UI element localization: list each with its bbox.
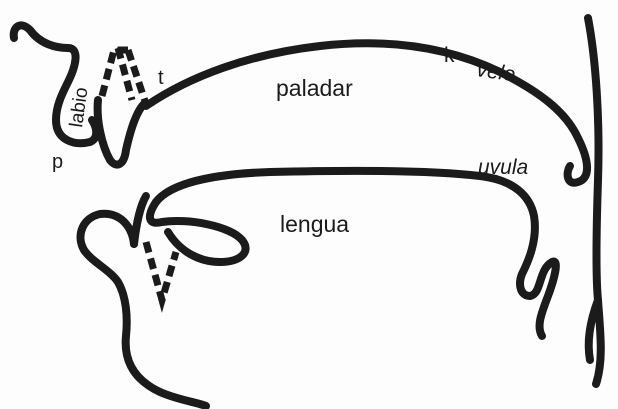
label-p: p <box>52 151 63 173</box>
label-uvula: uvula <box>478 156 528 179</box>
lower-incisor-dashed-outline <box>146 242 176 300</box>
incisor-dashed-outline-2 <box>128 50 146 104</box>
upper-teeth-contour <box>98 100 144 165</box>
label-paladar: paladar <box>276 75 353 101</box>
tongue-tip-loop <box>150 202 246 262</box>
label-t: t <box>158 67 164 89</box>
label-velo: velo <box>475 58 517 86</box>
label-lengua: lengua <box>280 211 349 237</box>
lower-teeth-contour <box>134 196 146 244</box>
label-labio: labio <box>66 86 92 129</box>
lower-lip-chin-contour <box>81 214 206 406</box>
tongue-dorsum <box>156 171 556 336</box>
label-k: k <box>444 44 455 67</box>
